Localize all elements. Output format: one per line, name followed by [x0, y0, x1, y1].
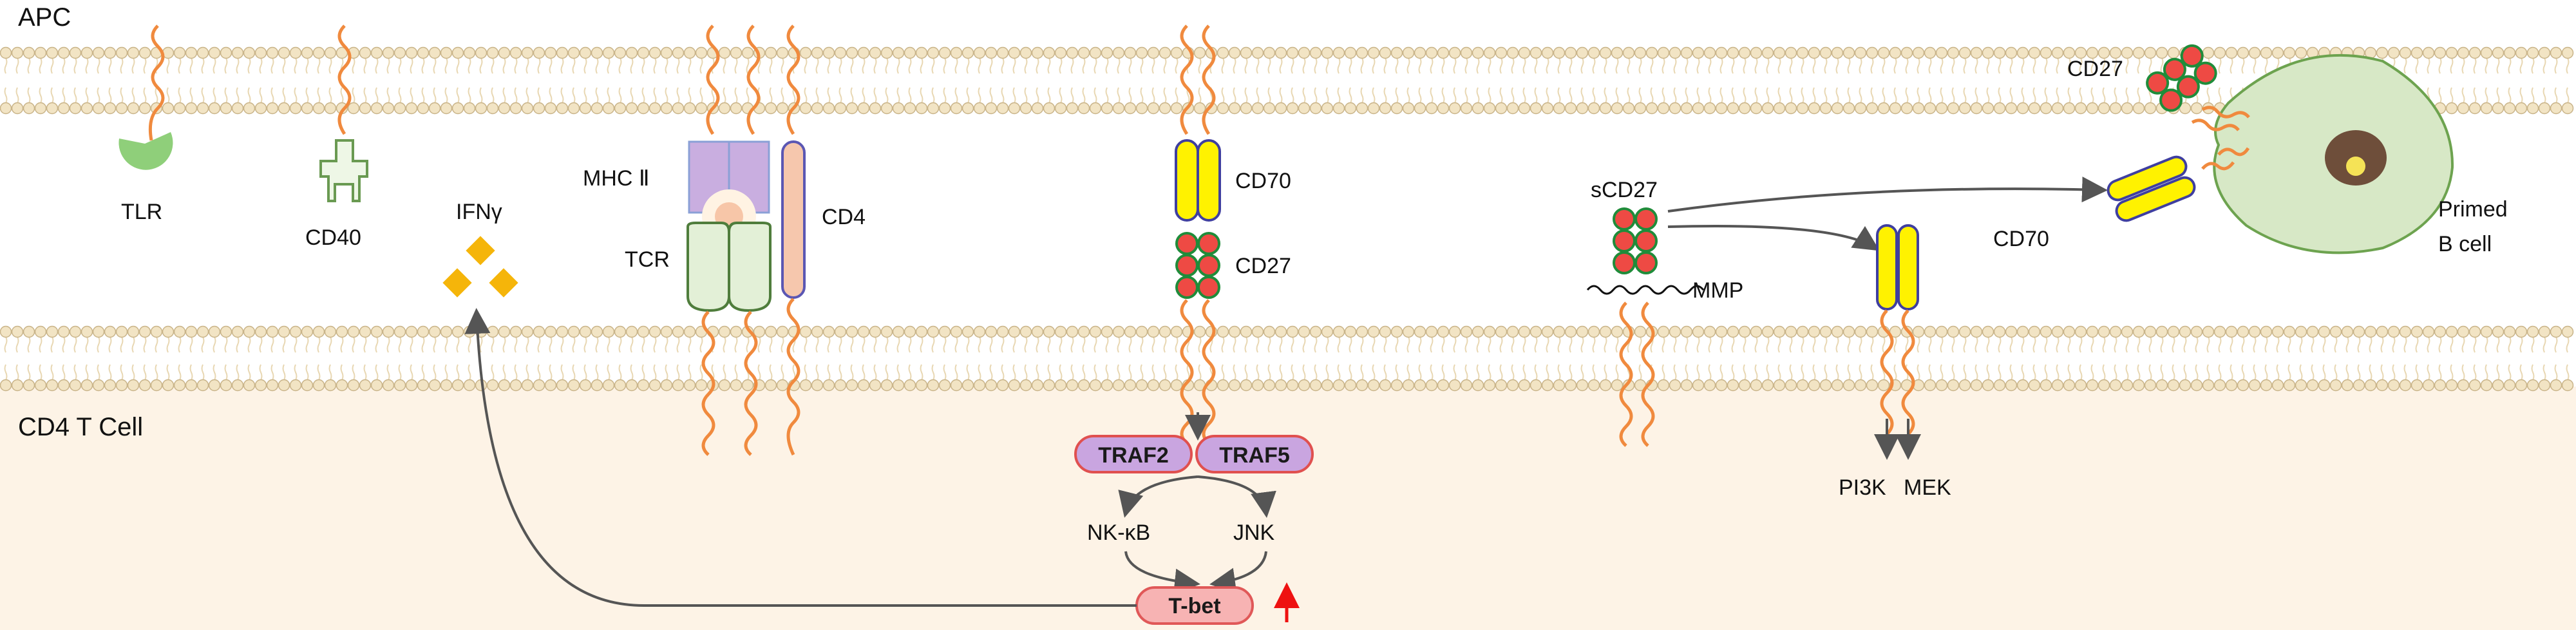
cd70-cd27-middle: CD70 CD27 [1175, 24, 1291, 444]
apc-label: APC [18, 3, 71, 32]
downstream-signaling: TRAF2 TRAF5 NK-κB JNK T-bet [464, 308, 1314, 625]
tbet-to-ifng-arrow [464, 308, 1137, 607]
tcr-alpha [687, 222, 730, 312]
cd27-right-label: CD27 [2067, 57, 2123, 81]
cd70-monomer-2 [1197, 139, 1221, 222]
tbet-label: T-bet [1168, 594, 1220, 618]
tlr-receptor-icon [118, 132, 173, 170]
tcr-label: TCR [625, 247, 670, 272]
jnk-label: JNK [1233, 520, 1275, 545]
tlr-receptor: TLR [118, 24, 173, 224]
scd27-trimer [1613, 207, 1658, 274]
cd70-right-monomer-2 [1897, 224, 1919, 310]
traf2-label: TRAF2 [1098, 443, 1169, 468]
nfkb-to-tbet-arrow [1124, 551, 1200, 595]
cd70-monomer-1 [1175, 139, 1199, 222]
traf-to-jnk-arrow [1197, 475, 1276, 518]
tlr-label: TLR [121, 200, 162, 224]
cd40-receptor: CD40 [305, 24, 368, 250]
cd70-mid-label: CD70 [1235, 169, 1291, 193]
cd40-label: CD40 [305, 225, 361, 250]
cd27-mid-label: CD27 [1235, 254, 1291, 278]
primed-b-cell: Primed B cell CD27 [2067, 44, 2508, 256]
tcell-membrane [0, 325, 2574, 392]
tcell-label: CD4 T Cell [18, 413, 143, 441]
ifn-gamma: IFNγ [442, 200, 518, 298]
jnk-to-tbet-arrow [1209, 551, 1267, 594]
nfkb-label: NK-κB [1087, 520, 1150, 545]
primed-b-cell-label-line2: B cell [2438, 232, 2492, 256]
cd27-right-trimer [2146, 44, 2217, 112]
scd27-mmp-group: sCD27 MMP [1586, 177, 2108, 447]
cd70-bcell-monomer-2 [2115, 176, 2196, 222]
cd27-trimer [1175, 232, 1220, 299]
ifn-gamma-diamonds-icon [442, 236, 518, 298]
mhc-tcr-cd4-complex: MHC Ⅱ TCR CD4 [583, 24, 866, 456]
tcr-beta [728, 222, 772, 312]
mhc-ii-label: MHC Ⅱ [583, 166, 650, 191]
scd27-label: sCD27 [1591, 178, 1658, 202]
traf5-label: TRAF5 [1219, 443, 1290, 468]
traf2-pill [1074, 435, 1193, 473]
scd27-to-bcell-arrow [1667, 177, 2108, 213]
tcell-cytoplasm [0, 387, 2576, 630]
mmp-cleavage-line [1586, 285, 1705, 295]
traf5-pill [1195, 435, 1314, 473]
scd27-to-cd70-arrow [1667, 224, 1880, 251]
primed-b-cell-label-line1: Primed [2438, 197, 2508, 222]
ifng-label: IFNγ [456, 200, 502, 224]
cd70-right-monomer-1 [1876, 224, 1898, 310]
b-cell-nucleolus [2346, 157, 2365, 176]
pi3k-label: PI3K [1839, 475, 1886, 500]
cd40-receptor-icon [319, 139, 368, 202]
apc-membrane [0, 46, 2574, 115]
mmp-label: MMP [1692, 278, 1743, 303]
cd70-right: PI3K MEK CD70 [1839, 224, 2049, 500]
traf-to-nfkb-arrow [1118, 475, 1198, 518]
cd4-label: CD4 [822, 205, 866, 229]
cd70-bcell-monomer-1 [2107, 155, 2188, 202]
cd4-molecule [781, 140, 806, 299]
cd70-right-label: CD70 [1993, 227, 2049, 251]
mek-label: MEK [1904, 475, 1951, 500]
